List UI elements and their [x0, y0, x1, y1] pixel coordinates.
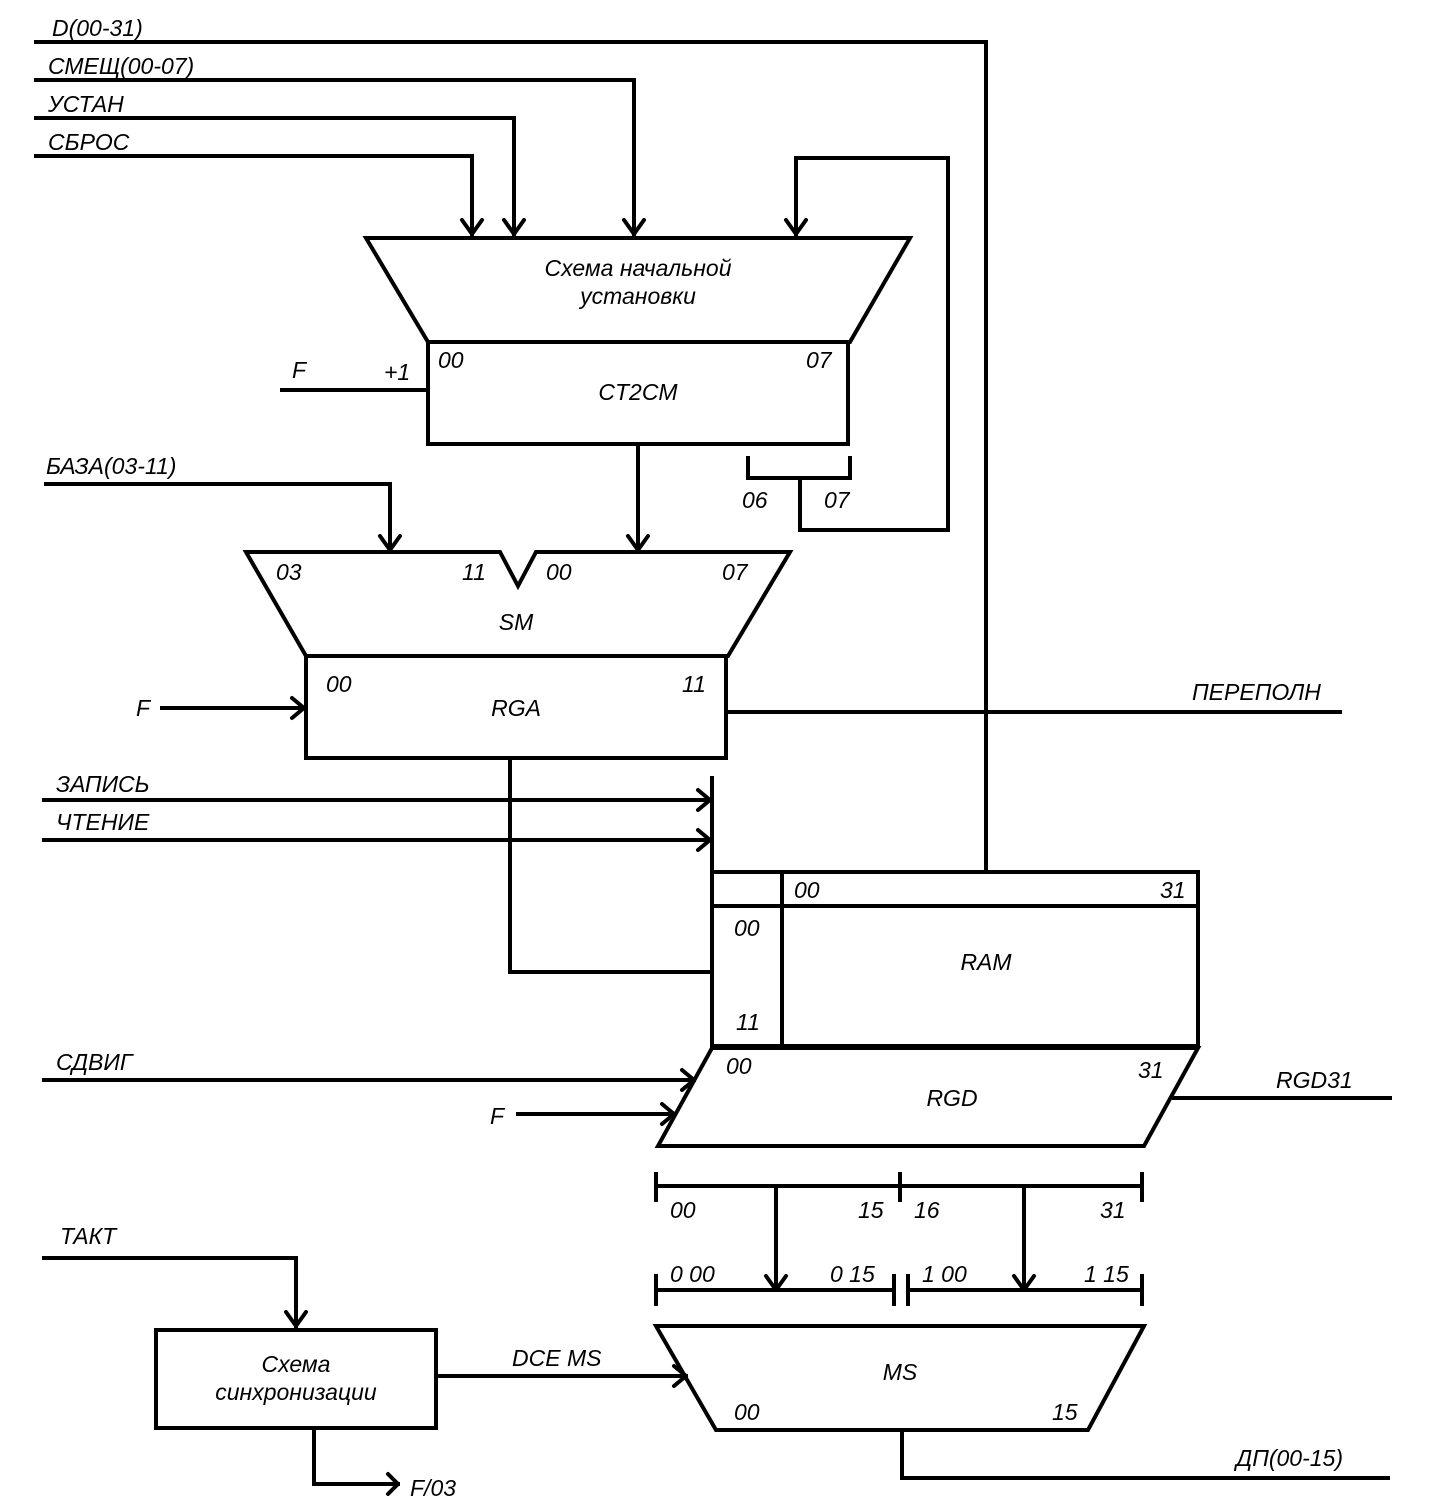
block-sm: 03 11 00 07 SM — [242, 550, 794, 658]
ms-bit-15: 15 — [1052, 1399, 1078, 1425]
label-perepoln: ПЕРЕПОЛН — [1192, 679, 1321, 705]
label-smesh: СМЕЩ(00-07) — [48, 53, 194, 79]
block-init-scheme: Схема начальной установки — [362, 236, 914, 344]
ct2cm-inc: +1 — [384, 359, 410, 385]
ct2cm-bit-00: 00 — [438, 347, 464, 373]
ram-addr-00: 00 — [734, 915, 760, 941]
signal-ustan: УСТАН — [34, 91, 526, 236]
label-ustan: УСТАН — [47, 91, 124, 117]
rga-bit-11: 11 — [682, 671, 706, 697]
ms-input-groups: 0 00 0 15 1 00 1 15 — [654, 1261, 1144, 1306]
sync-line1: Схема — [262, 1351, 331, 1377]
wire-rga-to-ram — [508, 756, 714, 974]
bus-baza: БАЗА(03-11) — [44, 453, 402, 552]
rga-bit-00: 00 — [326, 671, 352, 697]
label-chtenie: ЧТЕНИЕ — [56, 809, 150, 835]
output-rgd31: RGD31 — [1172, 1067, 1392, 1100]
ms-in-0-00: 0 00 — [670, 1261, 715, 1287]
init-line2: установки — [578, 283, 696, 309]
label-f-rgd: F — [490, 1103, 506, 1129]
tap-07: 07 — [824, 487, 851, 513]
block-ram: 00 31 00 11 RAM — [710, 870, 1200, 1048]
output-dp: ДП(00-15) — [900, 1430, 1390, 1480]
sm-a-03: 03 — [276, 559, 302, 585]
signal-takt: ТАКТ — [42, 1223, 308, 1328]
label-sbros: СБРОС — [48, 129, 130, 155]
label-takt: ТАКТ — [60, 1223, 118, 1249]
rga-name: RGA — [491, 695, 541, 721]
ms-in-1-00: 1 00 — [922, 1261, 967, 1287]
feedback-06-07: 06 07 — [742, 156, 950, 532]
block-ms: MS 00 15 — [652, 1324, 1148, 1432]
signal-sdvig: СДВИГ — [42, 1049, 696, 1092]
rgd-output-split: 00 15 16 31 — [654, 1172, 1144, 1292]
sync-line2: синхронизации — [215, 1379, 377, 1405]
block-ct2cm: 00 07 CT2CM +1 — [384, 340, 850, 446]
label-rgd31: RGD31 — [1276, 1067, 1353, 1093]
tap-06: 06 — [742, 487, 768, 513]
sm-name: SM — [499, 609, 534, 635]
split-31: 31 — [1100, 1197, 1126, 1223]
split-00: 00 — [670, 1197, 696, 1223]
label-dce-ms: DCE MS — [512, 1345, 602, 1371]
block-rgd: 00 31 RGD — [654, 1046, 1202, 1148]
ms-bit-00: 00 — [734, 1399, 760, 1425]
label-f03: F/03 — [410, 1475, 456, 1501]
label-zapis: ЗАПИСЬ — [56, 771, 150, 797]
ct2cm-bit-07: 07 — [806, 347, 833, 373]
signal-sbros: СБРОС — [34, 129, 484, 236]
label-f-rga: F — [136, 695, 152, 721]
signal-zapis: ЗАПИСЬ — [42, 771, 712, 812]
ms-in-1-15: 1 15 — [1084, 1261, 1129, 1287]
signal-chtenie: ЧТЕНИЕ — [42, 809, 712, 852]
signal-f-rgd: F — [490, 1102, 676, 1129]
split-16: 16 — [914, 1197, 940, 1223]
wire-ct-to-sm — [626, 442, 650, 552]
rgd-bit-00: 00 — [726, 1053, 752, 1079]
signal-f-rga: F — [136, 695, 306, 721]
bus-d: D(00-31) — [34, 15, 988, 872]
ms-in-0-15: 0 15 — [830, 1261, 875, 1287]
label-d: D(00-31) — [52, 15, 143, 41]
rgd-name: RGD — [926, 1085, 977, 1111]
sm-b-07: 07 — [722, 559, 749, 585]
signal-f-ct: F — [280, 357, 430, 392]
output-perepoln: ПЕРЕПОЛН — [724, 679, 1342, 714]
block-sync-scheme: Схема синхронизации — [154, 1328, 438, 1430]
label-f-ct: F — [292, 357, 308, 383]
ct2cm-name: CT2CM — [598, 379, 678, 405]
output-f03: F/03 — [312, 1428, 456, 1501]
label-baza: БАЗА(03-11) — [46, 453, 176, 479]
rgd-bit-31: 31 — [1138, 1057, 1164, 1083]
split-15: 15 — [858, 1197, 884, 1223]
ram-data-31: 31 — [1160, 877, 1186, 903]
ms-name: MS — [883, 1359, 918, 1385]
sm-a-11: 11 — [462, 559, 486, 585]
block-rga: 00 11 RGA — [304, 654, 728, 760]
signal-dce-ms: DCE MS — [434, 1345, 688, 1388]
sm-b-00: 00 — [546, 559, 572, 585]
label-sdvig: СДВИГ — [56, 1049, 134, 1075]
init-line1: Схема начальной — [545, 255, 732, 281]
bus-smesh: СМЕЩ(00-07) — [34, 53, 646, 236]
ram-name: RAM — [960, 949, 1012, 975]
label-dp: ДП(00-15) — [1233, 1445, 1343, 1471]
ram-data-00: 00 — [794, 877, 820, 903]
ram-addr-11: 11 — [736, 1009, 760, 1035]
